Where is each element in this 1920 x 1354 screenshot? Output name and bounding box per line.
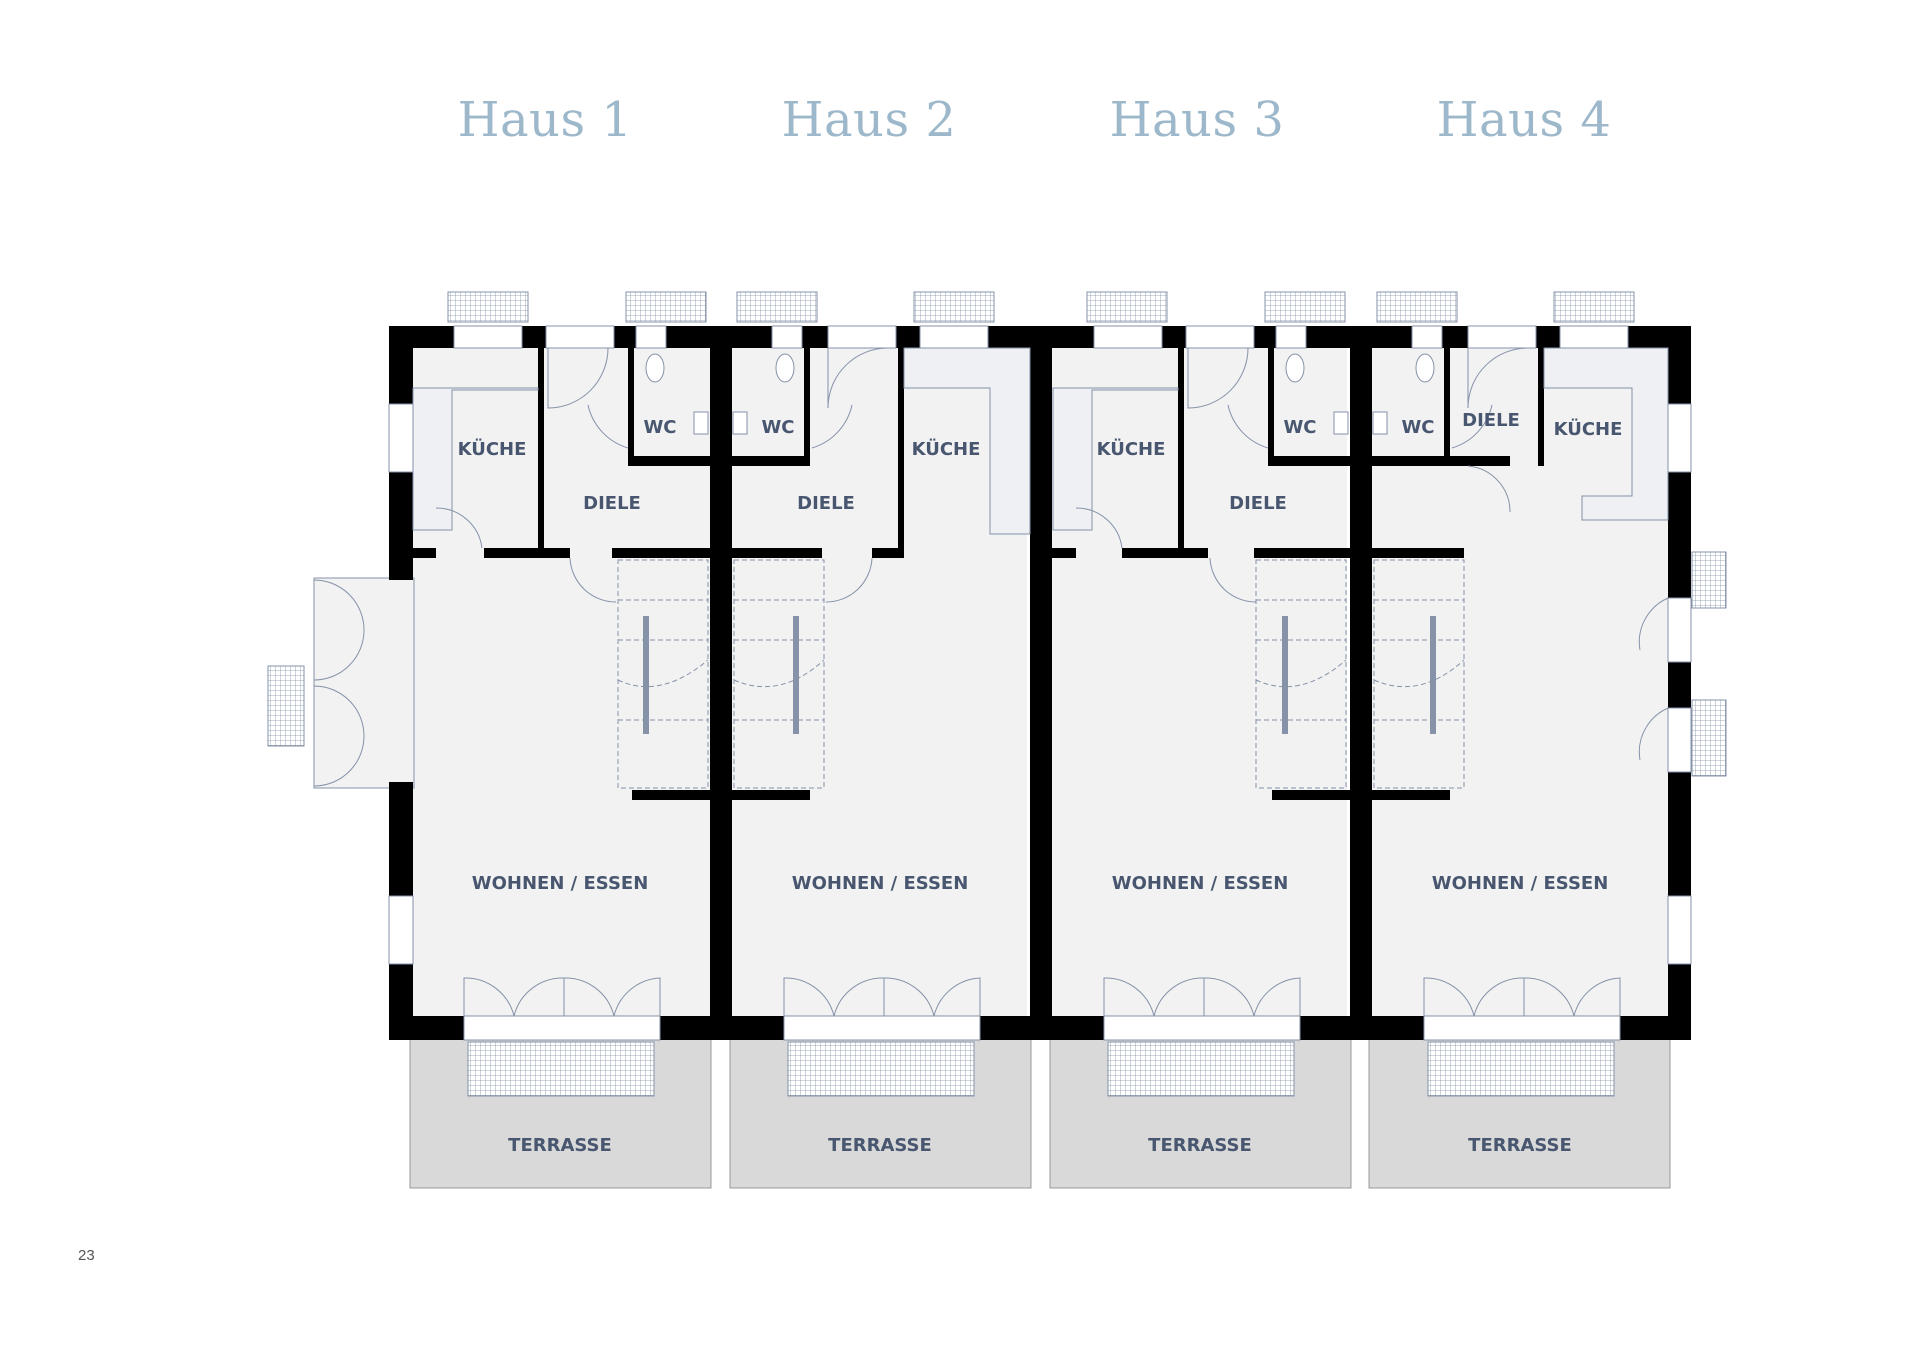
label-hall-house-1: DIELE (583, 493, 641, 514)
stair-railings (643, 616, 1436, 734)
window-radiators (267, 291, 1727, 1097)
label-living-house-4: WOHNEN / ESSEN (1432, 873, 1609, 894)
label-kitchen-house-1: KÜCHE (458, 438, 527, 460)
house-1-title: Haus 1 (457, 92, 633, 148)
kitchen-counters (412, 347, 1669, 535)
house-3-title: Haus 3 (1109, 92, 1285, 148)
label-living-house-2: WOHNEN / ESSEN (792, 873, 969, 894)
page-number: 23 (78, 1247, 95, 1264)
label-wc-house-4: WC (1401, 417, 1434, 438)
wc-fixtures (645, 353, 1435, 435)
house-4-title: Haus 4 (1436, 92, 1612, 148)
window-frames (388, 325, 1692, 1041)
label-kitchen-house-3: KÜCHE (1097, 438, 1166, 460)
bay-floor-house-1 (313, 577, 415, 789)
interior-walls (412, 348, 1544, 800)
floor-house-2 (732, 348, 1027, 1016)
label-hall-house-2: DIELE (797, 493, 855, 514)
label-kitchen-house-2: KÜCHE (912, 438, 981, 460)
house-2-title: Haus 2 (781, 92, 957, 148)
floors (313, 348, 1668, 1016)
door-swings (313, 347, 1669, 1017)
label-living-house-3: WOHNEN / ESSEN (1112, 873, 1289, 894)
stairs (617, 559, 1465, 789)
label-wc-house-2: WC (761, 417, 794, 438)
label-hall-house-4: DIELE (1462, 410, 1520, 431)
label-terrace-house-3: TERRASSE (1148, 1135, 1252, 1156)
label-hall-house-3: DIELE (1229, 493, 1287, 514)
label-wc-house-3: WC (1283, 417, 1316, 438)
label-wc-house-1: WC (643, 417, 676, 438)
label-terrace-house-2: TERRASSE (828, 1135, 932, 1156)
floor-house-4 (1372, 348, 1668, 1016)
label-kitchen-house-4: KÜCHE (1554, 418, 1623, 440)
label-terrace-house-4: TERRASSE (1468, 1135, 1572, 1156)
label-living-house-1: WOHNEN / ESSEN (472, 873, 649, 894)
label-terrace-house-1: TERRASSE (508, 1135, 612, 1156)
room-labels: KÜCHE DIELE WC WOHNEN / ESSEN TERRASSE W… (458, 410, 1623, 1156)
